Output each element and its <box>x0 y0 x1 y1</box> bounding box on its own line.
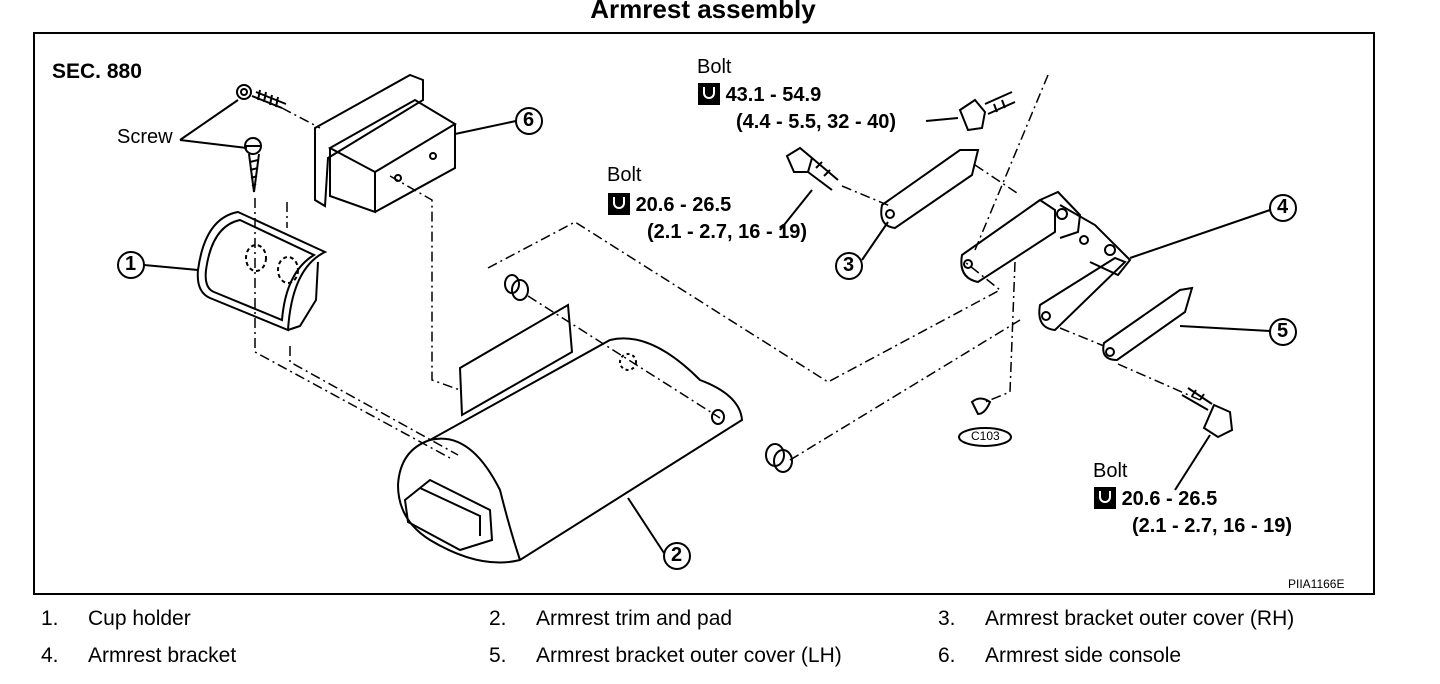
armrest-trim-part <box>396 303 744 564</box>
torque-value-bottom: 20.6 - 26.5 <box>1121 488 1218 510</box>
torque-wrench-icon <box>608 193 630 215</box>
callout-4: 4 <box>1277 196 1289 218</box>
bolt-label-middle: Bolt <box>607 164 642 186</box>
torque-value-top: 43.1 - 54.9 <box>725 84 822 106</box>
bolt-label-bottom: Bolt <box>1093 460 1128 482</box>
bolt-part-top <box>958 91 1016 132</box>
torque-alt-middle: (2.1 - 2.7, 16 - 19) <box>647 221 808 243</box>
callout-6: 6 <box>523 109 535 131</box>
callout-circle-4 <box>1269 194 1297 222</box>
diagram-frame <box>33 32 1375 595</box>
torque-wrench-icon <box>698 83 720 105</box>
legend-item: 2.Armrest trim and pad <box>489 607 733 630</box>
callout-circle-2 <box>663 542 691 570</box>
armrest-bracket-part <box>960 190 1132 332</box>
callout-1: 1 <box>125 253 137 275</box>
side-console-part <box>314 73 457 214</box>
screw-part-1 <box>236 84 287 109</box>
legend-item: 3.Armrest bracket outer cover (RH) <box>938 607 1295 630</box>
bolt-label-top: Bolt <box>697 56 732 78</box>
legend-item: 1.Cup holder <box>41 607 191 630</box>
clip-part <box>970 397 992 416</box>
torque-spec-middle: 20.6 - 26.5 <box>608 193 731 217</box>
torque-spec-bottom: 20.6 - 26.5 <box>1094 487 1217 511</box>
grommet-part-1 <box>504 274 529 301</box>
torque-spec-top: 43.1 - 54.9 <box>698 83 821 107</box>
diagram-title: Armrest assembly <box>590 0 816 24</box>
screw-part-2 <box>244 137 262 193</box>
bracket-cover-lh-part <box>1102 286 1194 362</box>
torque-alt-top: (4.4 - 5.5, 32 - 40) <box>736 111 897 133</box>
callout-5: 5 <box>1277 320 1289 342</box>
bolt-part-5 <box>1181 387 1234 439</box>
torque-value-middle: 20.6 - 26.5 <box>635 194 732 216</box>
legend-item: 4.Armrest bracket <box>41 644 237 667</box>
torque-alt-bottom: (2.1 - 2.7, 16 - 19) <box>1132 515 1293 537</box>
bolt-part-3 <box>785 146 839 191</box>
legend-item: 6.Armrest side console <box>938 644 1182 667</box>
grommet-part-2 <box>765 443 793 473</box>
screw-label: Screw <box>117 126 173 148</box>
torque-wrench-icon <box>1094 487 1116 509</box>
callout-3: 3 <box>843 254 855 276</box>
section-label: SEC. 880 <box>52 60 142 83</box>
connector-ellipse <box>958 427 1012 447</box>
cup-holder-part <box>196 210 328 332</box>
legend-item: 5.Armrest bracket outer cover (LH) <box>489 644 842 667</box>
callout-circle-3 <box>835 252 863 280</box>
callout-2: 2 <box>671 544 683 566</box>
connector-label: C103 <box>971 429 1000 443</box>
callout-circle-5 <box>1269 318 1297 346</box>
figure-code: PIIA1166E <box>1288 577 1345 591</box>
bracket-cover-rh-part <box>880 149 980 230</box>
